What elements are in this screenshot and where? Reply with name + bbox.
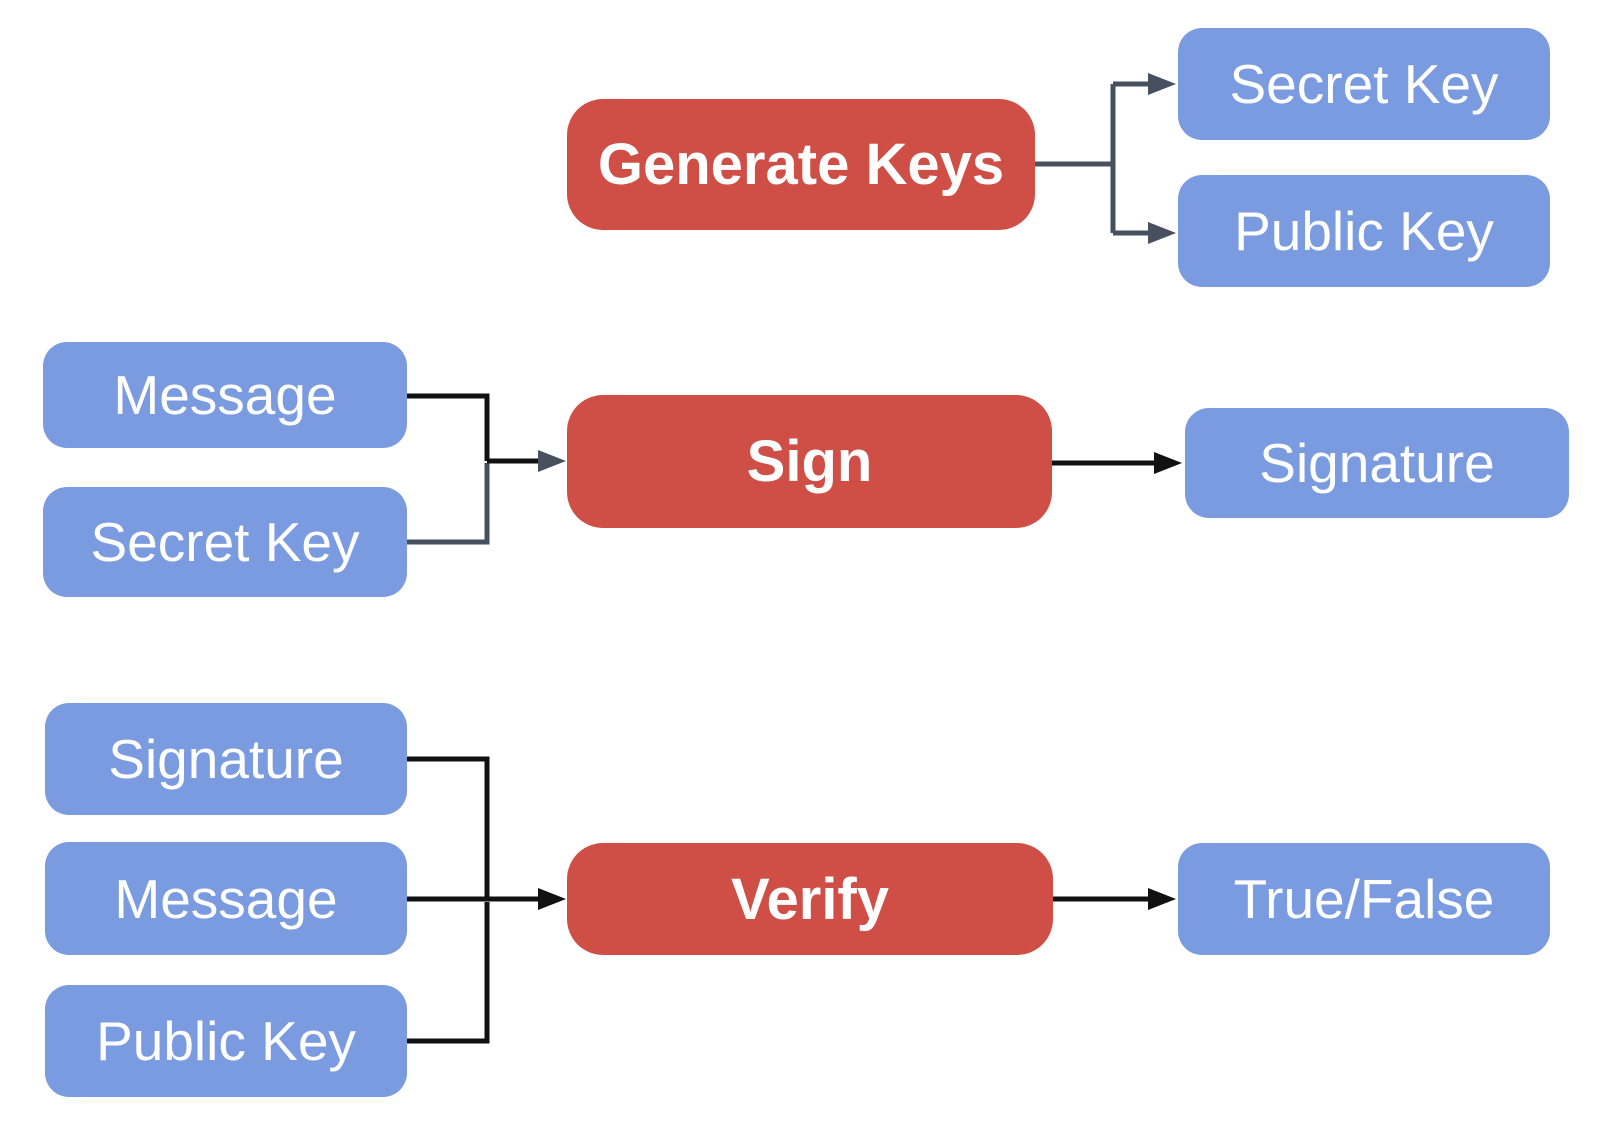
- arrowhead-icon: [1148, 222, 1176, 244]
- arrow-generate-to-keys: [1035, 73, 1176, 244]
- arrowhead-icon: [1154, 452, 1182, 474]
- node-message-input-verify: Message: [45, 842, 407, 955]
- arrowhead-icon: [538, 888, 566, 910]
- node-secret-key-output: Secret Key: [1178, 28, 1550, 140]
- node-public-key-output: Public Key: [1178, 175, 1550, 287]
- arrowhead-icon: [1148, 73, 1176, 95]
- node-public-key-input-verify: Public Key: [45, 985, 407, 1097]
- node-generate-keys: Generate Keys: [567, 99, 1035, 230]
- arrowhead-icon: [1148, 888, 1176, 910]
- node-true-false: True/False: [1178, 843, 1550, 955]
- arrow-secretkey-to-sign: [407, 463, 490, 545]
- node-secret-key-input-sign: Secret Key: [43, 487, 407, 597]
- node-verify: Verify: [567, 843, 1053, 955]
- arrow-message-to-sign: [407, 393, 544, 464]
- node-message-input-sign: Message: [43, 342, 407, 448]
- arrowhead-icon: [538, 450, 566, 472]
- node-signature-output: Signature: [1185, 408, 1569, 518]
- node-signature-input-verify: Signature: [45, 703, 407, 815]
- arrow-inputs-to-verify: [407, 756, 542, 1044]
- node-sign: Sign: [567, 395, 1052, 528]
